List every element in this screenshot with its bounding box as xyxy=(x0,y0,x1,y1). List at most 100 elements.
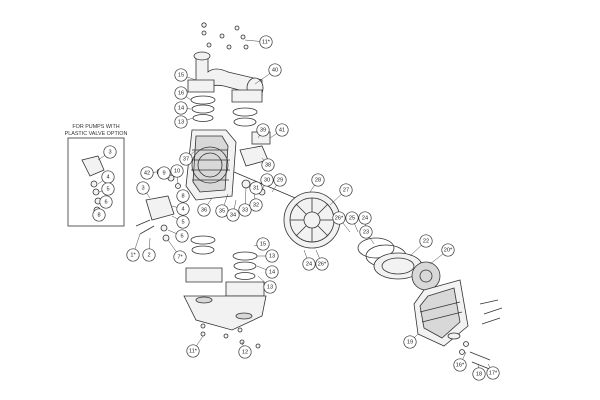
callout-label: 30 xyxy=(264,177,270,183)
callout-circle xyxy=(256,123,270,137)
callout-circle xyxy=(103,145,117,159)
callout-bubble: 24 xyxy=(358,211,372,225)
callout-label: 1* xyxy=(130,252,136,258)
callout-circle xyxy=(176,189,190,203)
callout-label: 11* xyxy=(262,39,271,45)
callout-bubble: 6 xyxy=(175,229,189,243)
callout-label: 23 xyxy=(363,229,369,235)
callout-label: 4 xyxy=(106,174,109,180)
callout-label: 16 xyxy=(178,90,184,96)
callout-circle xyxy=(92,208,106,222)
callout-circle xyxy=(136,181,150,195)
callout-circle xyxy=(260,173,274,187)
callout-label: 28 xyxy=(315,177,321,183)
callout-label: 3 xyxy=(141,185,144,191)
callout-label: 13 xyxy=(267,284,273,290)
callout-bubble: 38 xyxy=(261,158,275,172)
diaphragm-group xyxy=(283,191,441,291)
callout-bubble: 28 xyxy=(311,173,325,187)
callout-bubble: 26* xyxy=(315,257,329,271)
callout-label: 5 xyxy=(181,219,184,225)
callout-bubble: 20* xyxy=(441,243,455,257)
callout-bubble: 12 xyxy=(238,345,252,359)
callout-circle xyxy=(174,68,188,82)
callout-circle xyxy=(226,208,240,222)
callout-circle xyxy=(256,237,270,251)
callout-circle xyxy=(176,215,190,229)
callout-circle xyxy=(486,366,500,380)
callout-bubble: 10 xyxy=(170,164,184,178)
callout-circle xyxy=(359,225,373,239)
callout-label: 29 xyxy=(277,177,283,183)
inset-heading-line1: FOR PUMPS WITH xyxy=(72,124,119,130)
callout-circle xyxy=(99,195,113,209)
callout-circle xyxy=(403,335,417,349)
callout-bubble: 14 xyxy=(174,101,188,115)
callout-bubble: 25 xyxy=(345,211,359,225)
callout-label: 39 xyxy=(260,127,266,133)
callout-bubble: 5 xyxy=(176,215,190,229)
callout-label: 26* xyxy=(318,261,327,267)
callout-circle xyxy=(315,257,329,271)
callout-circle xyxy=(249,198,263,212)
callout-circle xyxy=(265,249,279,263)
callout-bubble: 13 xyxy=(263,280,277,294)
callout-bubble: 33 xyxy=(238,203,252,217)
callout-label: 38 xyxy=(265,162,271,168)
callout-bubble: 34 xyxy=(226,208,240,222)
callout-label: 16* xyxy=(456,362,465,368)
inset-heading-line2: PLASTIC VALVE OPTION xyxy=(65,131,128,137)
body-ribs xyxy=(191,149,230,181)
callout-circle xyxy=(273,173,287,187)
callout-label: 35 xyxy=(219,208,225,214)
callout-label: 22 xyxy=(423,238,429,244)
callout-bubble: 23 xyxy=(359,225,373,239)
callout-label: 6 xyxy=(104,199,107,205)
callout-circle xyxy=(311,173,325,187)
callout-bubble: 15 xyxy=(174,68,188,82)
callout-label: 31 xyxy=(253,185,259,191)
callout-bubble: 13 xyxy=(265,249,279,263)
callout-label: 9 xyxy=(162,170,165,176)
callout-bubble: 8 xyxy=(92,208,106,222)
callout-label: 32 xyxy=(253,202,259,208)
callout-circle xyxy=(238,203,252,217)
callout-bubble: 8 xyxy=(176,189,190,203)
bottom-bolts xyxy=(200,323,261,349)
callout-bubble: 11* xyxy=(259,35,273,49)
callout-bubble: 4 xyxy=(101,170,115,184)
callout-circle xyxy=(263,280,277,294)
callout-bubble: 19 xyxy=(403,335,417,349)
callout-bubble: 41 xyxy=(275,123,289,137)
callout-bubble: 1* xyxy=(126,248,140,262)
callout-circle xyxy=(339,183,353,197)
callout-bubble: 4 xyxy=(176,202,190,216)
callout-label: 10 xyxy=(174,168,180,174)
callout-label: 18 xyxy=(476,371,482,377)
callout-bubble: 7* xyxy=(173,250,187,264)
callout-circle xyxy=(419,234,433,248)
callout-label: 17* xyxy=(489,370,498,376)
callout-circle xyxy=(186,344,200,358)
callout-label: 24 xyxy=(362,215,368,221)
callout-bubble: 31 xyxy=(249,181,263,195)
callout-label: 4 xyxy=(181,206,184,212)
callout-bubble: 24 xyxy=(302,257,316,271)
left-valve-assembly xyxy=(135,168,181,242)
callout-circle xyxy=(332,211,346,225)
callout-circle xyxy=(275,123,289,137)
callout-bubble: 32 xyxy=(249,198,263,212)
callout-circle xyxy=(174,101,188,115)
callout-circle xyxy=(453,358,467,372)
callout-circle xyxy=(140,166,154,180)
callout-label: 12 xyxy=(242,349,248,355)
callout-bubble: 40 xyxy=(268,63,282,77)
callout-label: 15 xyxy=(178,72,184,78)
callout-bubble: 29 xyxy=(273,173,287,187)
callout-label: 13 xyxy=(269,253,275,259)
callout-bubble: 15 xyxy=(256,237,270,251)
callout-label: 26* xyxy=(335,215,344,221)
callout-label: 40 xyxy=(272,67,278,73)
callout-bubble: 27 xyxy=(339,183,353,197)
